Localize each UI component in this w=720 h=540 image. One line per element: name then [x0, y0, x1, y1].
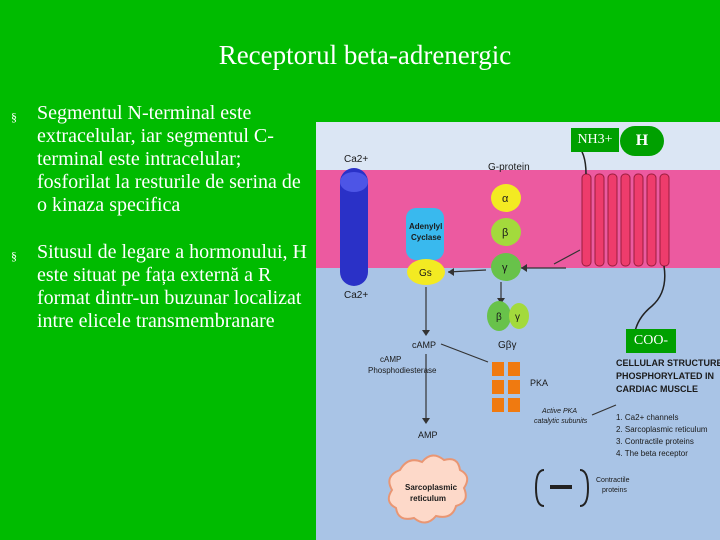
receptor-helix — [633, 173, 644, 267]
receptor-helix — [646, 173, 657, 267]
camp-pde-label-1: cAMP — [380, 355, 401, 364]
active-pka-label-2: catalytic subunits — [534, 418, 588, 425]
pka-block — [508, 362, 520, 376]
camp-arrow-head-icon — [422, 330, 430, 336]
alpha-subunit — [491, 184, 521, 212]
receptor-helix — [594, 173, 605, 267]
adenylyl-cyclase — [406, 208, 444, 260]
target-item: 3. Contractile proteins — [616, 437, 694, 446]
active-pka-label-1: Active PKA — [541, 408, 577, 415]
gamma2-subunit — [509, 303, 529, 329]
contractile-label-1: Contractile — [596, 477, 630, 484]
bullet-item: § Situsul de legare a hormonului, H este… — [8, 241, 313, 333]
dissociation-arrow-head-icon — [497, 298, 505, 304]
bullet-text: Situsul de legare a hormonului, H este s… — [37, 241, 307, 332]
pka-block — [508, 398, 520, 412]
target-item: 4. The beta receptor — [616, 449, 688, 458]
contractile-label-2: proteins — [602, 487, 627, 494]
pka-block — [492, 380, 504, 394]
camp-label: cAMP — [412, 340, 436, 350]
bullet-item: § Segmentul N-terminal este extracelular… — [8, 102, 313, 217]
ca-top-label: Ca2+ — [344, 154, 368, 165]
receptor-helix — [620, 173, 631, 267]
sarcoplasmic-reticulum — [387, 454, 469, 524]
coo-label: COO- — [626, 329, 676, 353]
bullet-marker-icon: § — [11, 249, 17, 263]
beta2-label: β — [496, 312, 502, 323]
gamma2-label: γ — [515, 312, 520, 323]
slide-title: Receptorul beta-adrenergic — [218, 40, 512, 70]
beta-label: β — [502, 227, 508, 239]
alpha-label: α — [502, 193, 509, 205]
activation-arrow-head-icon — [521, 264, 527, 272]
nh3-label: NH3+ — [571, 128, 619, 152]
target-item: 1. Ca2+ channels — [616, 413, 679, 422]
calcium-channel-top — [340, 172, 368, 192]
pka-activation-arrow — [440, 343, 489, 363]
pka-block — [492, 362, 504, 376]
gs-subunit — [407, 259, 445, 285]
gs-arrow — [447, 269, 487, 273]
pka-label: PKA — [530, 378, 548, 388]
beta-subunit — [491, 218, 521, 246]
pka-block — [508, 380, 520, 394]
gs-label: Gs — [419, 268, 432, 279]
bracket-left — [534, 469, 545, 507]
camp-pde-label-2: Phosphodiesterase — [368, 366, 437, 375]
bullet-marker-icon: § — [11, 110, 17, 124]
bullet-list: § Segmentul N-terminal este extracelular… — [8, 102, 313, 333]
phosphorylation-arrow — [591, 404, 617, 416]
sr-label-1: Sarcoplasmic — [405, 483, 458, 492]
gamma-label: γ — [502, 262, 508, 274]
bracket-right — [579, 469, 590, 507]
sr-label-2: reticulum — [410, 494, 446, 503]
target-item: 2. Sarcoplasmic reticulum — [616, 425, 708, 434]
bullet-text: Segmentul N-terminal este extracelular, … — [37, 102, 301, 216]
receptor-helix — [607, 173, 618, 267]
pka-block — [492, 398, 504, 412]
calcium-channel — [340, 168, 368, 286]
cell-membrane — [316, 170, 720, 268]
hormone-h-label: H — [620, 126, 664, 156]
receptor-helix — [659, 173, 670, 267]
cellular-structures-line: CELLULAR STRUCTURES — [616, 358, 720, 368]
adenylyl-label: Adenylyl — [409, 222, 442, 231]
receptor-helix — [581, 173, 592, 267]
gbg-label: Gβγ — [498, 340, 517, 351]
amp-label: AMP — [418, 430, 438, 440]
ca-bottom-label: Ca2+ — [344, 290, 368, 301]
gamma-subunit — [491, 253, 521, 281]
minus-sign-icon — [550, 485, 572, 489]
amp-arrow-head-icon — [422, 418, 430, 424]
g-protein-label: G-protein — [488, 162, 530, 173]
gs-arrow-head-icon — [448, 268, 454, 276]
beta2-subunit — [487, 301, 511, 331]
cellular-structures-line: CARDIAC MUSCLE — [616, 384, 698, 394]
receptor-arrow — [553, 249, 581, 265]
cyclase-label: Cyclase — [411, 233, 442, 242]
cellular-structures-line: PHOSPHORYLATED IN — [616, 371, 714, 381]
